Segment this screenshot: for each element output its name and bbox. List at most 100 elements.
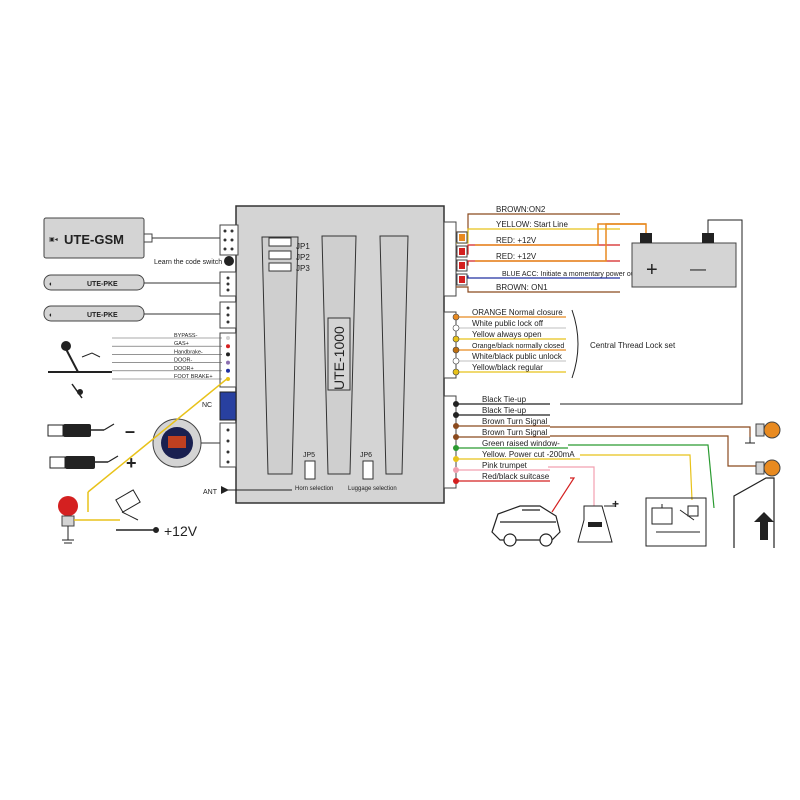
- window-wire: [568, 444, 715, 509]
- left-input-label: BYPASS-: [174, 333, 198, 339]
- lock-wire-label: Yellow always open: [472, 330, 542, 339]
- polarity-plus: +: [126, 453, 137, 473]
- output-wire-dot: [453, 423, 459, 429]
- brake-lamp-icon: [58, 377, 229, 544]
- fuse: [459, 234, 465, 241]
- power-wire-label: BROWN: ON1: [496, 283, 548, 292]
- left-input-pin: [226, 336, 230, 340]
- left-input-label: Handbrake-: [174, 349, 203, 355]
- output-wire-dot: [453, 401, 459, 407]
- jp3-label: JP3: [296, 264, 310, 273]
- pke1-label: UTE-PKE: [87, 281, 118, 288]
- turn-signal-lamp-2-icon: [550, 435, 781, 477]
- jp1-label: JP1: [296, 242, 310, 251]
- battery-plus: +: [646, 259, 658, 281]
- lock-wire-label: Orange/black normally closed: [472, 343, 564, 350]
- door-switch-minus-icon: –: [47, 421, 135, 441]
- left-input-label: DOOR+: [174, 366, 194, 372]
- horn-plus-label: +: [612, 497, 619, 511]
- power-wire-label: RED: +12V: [496, 252, 537, 261]
- output-wire-label: Black Tie-up: [482, 395, 527, 404]
- foot-pedal-switch-icon: [115, 489, 159, 533]
- lock-wire-label: White public lock off: [472, 319, 544, 328]
- lock-wire-label: ORANGE Normal closure: [472, 308, 563, 317]
- left-input-connector: BYPASS-GAS+Handbrake-DOOR-DOOR+FOOT BRAK…: [112, 332, 237, 388]
- lock-connector: [443, 311, 457, 379]
- power-cut-wire: [580, 454, 693, 501]
- power-wire-label: BROWN:ON2: [496, 205, 546, 214]
- output-wire-dot: [453, 478, 459, 484]
- battery-icon: + —: [631, 233, 737, 288]
- trunk-wire: [551, 477, 576, 513]
- svg-text:◐: ◐: [49, 312, 53, 319]
- main-unit-label: UTE-1000: [331, 326, 347, 390]
- power-wire: [456, 228, 620, 244]
- output-wire-label: Yellow. Power cut -200mA: [482, 450, 575, 459]
- receiver-led-icon: [152, 418, 220, 468]
- left-input-pin: [226, 352, 230, 357]
- power-connector: [443, 221, 457, 297]
- output-wire-dot: [453, 456, 459, 462]
- pke-module-1: ◐ UTE-PKE: [43, 271, 237, 297]
- lock-wire-dot: [452, 357, 460, 365]
- power-wire-label: BLUE ACC: Initiate a momentary power out…: [502, 271, 648, 278]
- battery-minus: —: [690, 261, 706, 278]
- left-input-label: FOOT BRAKE+: [174, 374, 213, 380]
- jp5-label: JP5: [303, 452, 315, 459]
- gsm-module: ▣◂ UTE-GSM: [43, 217, 220, 259]
- left-input-pin: [226, 344, 230, 349]
- output-wire-label: Black Tie-up: [482, 406, 527, 415]
- pke2-label: UTE-PKE: [87, 312, 118, 319]
- power-wire: [456, 286, 620, 293]
- door-switch-plus-icon: +: [49, 453, 137, 473]
- learn-code-switch-label: Learn the code switch: [154, 259, 222, 266]
- power-cut-relay-icon: [645, 497, 707, 547]
- gsm-label: UTE-GSM: [64, 232, 124, 247]
- battery-plus-wire: [475, 223, 647, 246]
- handbrake-lever-icon: [48, 341, 112, 399]
- output-wire-label: Red/black suitcase: [482, 472, 550, 481]
- output-connector: [443, 395, 457, 489]
- svg-text:▣◂: ▣◂: [49, 237, 58, 243]
- lock-wire-dot: [452, 335, 460, 343]
- horn-wire: [548, 466, 595, 506]
- output-wire-label: Green raised window-: [482, 439, 560, 448]
- lock-wire-dot: [452, 346, 460, 354]
- learn-code-button[interactable]: [224, 256, 234, 266]
- output-wire-dot: [453, 445, 459, 451]
- power-wire-label: YELLOW: Start Line: [496, 220, 568, 229]
- luggage-selection-label: Luggage selection: [348, 486, 397, 492]
- lock-wire-dot: [452, 313, 460, 321]
- lock-wire-label: White/black public unlock: [472, 352, 563, 361]
- gsm-connector: [219, 224, 239, 256]
- jp2-label: JP2: [296, 253, 310, 262]
- ant-label: ANT: [203, 489, 218, 496]
- turn-signal-lamp-1-icon: [550, 421, 781, 444]
- fuse: [459, 262, 465, 269]
- battery-plus-wire-2: [475, 223, 646, 262]
- polarity-minus: –: [125, 421, 135, 441]
- nc-label: NC: [202, 402, 212, 409]
- pke-module-2: ◐ UTE-PKE: [43, 301, 237, 329]
- output-wire-dot: [453, 412, 459, 418]
- window-lift-icon: [733, 477, 775, 548]
- output-wire-label: Brown Turn Signal: [482, 428, 548, 437]
- lock-group-label: Central Thread Lock set: [590, 341, 676, 350]
- nc-connector: [219, 391, 237, 421]
- left-input-pin: [226, 360, 230, 365]
- lock-wire-label: Yellow/black regular: [472, 363, 543, 372]
- output-wire-dot: [453, 467, 459, 473]
- car-trunk-icon: [491, 505, 561, 547]
- jp6-label: JP6: [360, 452, 372, 459]
- fuse: [459, 248, 465, 255]
- horn-selection-label: Horn selection: [295, 486, 333, 492]
- power-wire: [456, 244, 620, 255]
- main-control-unit: UTE-1000 JP1 JP2 JP3 JP5 JP6 Horn select…: [203, 205, 445, 504]
- horn-icon: +: [577, 497, 619, 543]
- svg-text:◐: ◐: [49, 281, 53, 288]
- power-wire-label: RED: +12V: [496, 236, 537, 245]
